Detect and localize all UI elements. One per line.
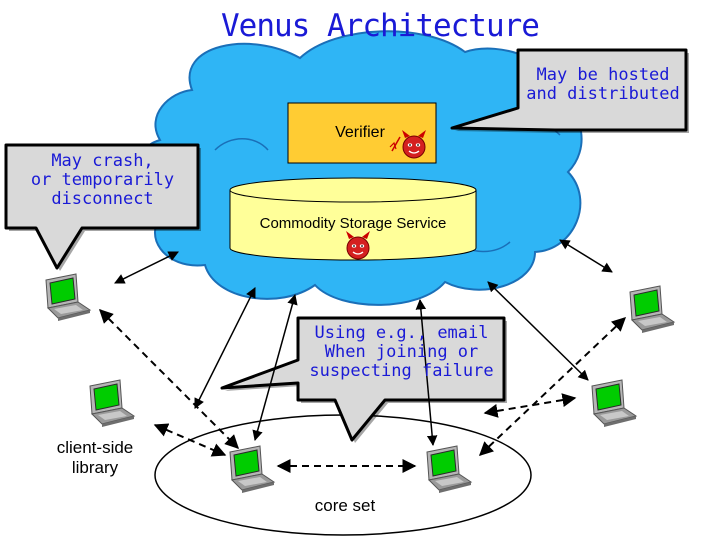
- laptop-icon: [89, 379, 135, 428]
- client-library-line: library: [71, 458, 119, 478]
- laptop-icon: [45, 273, 91, 322]
- dashed-arrows: [99, 309, 627, 473]
- dashed-laptop2-core: [153, 423, 227, 457]
- callout-line: disconnect: [51, 189, 154, 210]
- cloud-shape: [135, 30, 583, 306]
- dashed-core-laptop6: [478, 317, 627, 456]
- arrow-core-left-cloud: [252, 293, 298, 442]
- client-library-line: client-side: [56, 438, 134, 457]
- callout-line: and distributed: [526, 84, 680, 105]
- callout-hosted-text: May be hosted and distributed: [518, 65, 688, 105]
- devil-icon: [389, 129, 427, 159]
- arrow-laptop2-cloud: [194, 287, 256, 409]
- arrow-core-right-cloud: [415, 298, 438, 447]
- storage-label: Commodity Storage Service: [259, 215, 447, 232]
- verifier-label: Verifier: [335, 124, 385, 141]
- laptop-icon: [629, 285, 675, 334]
- callout-hosted: [450, 48, 689, 133]
- client-library-label: client-side library: [30, 438, 160, 479]
- page-title: Venus Architecture: [221, 8, 540, 44]
- callout-crash-text: May crash, or temporarily disconnect: [6, 151, 199, 210]
- callout-line: Using e.g., email: [314, 323, 489, 343]
- dashed-laptop1-core: [99, 309, 239, 449]
- dashed-core-laptop5: [483, 393, 577, 418]
- laptop-icon: [591, 379, 637, 428]
- arrow-laptop6-cloud: [559, 239, 613, 273]
- callout-line: May crash,: [51, 151, 154, 171]
- callout-line: suspecting failure: [309, 361, 494, 382]
- callout-email-text: Using e.g., email When joining or suspec…: [298, 323, 505, 382]
- arrow-laptop1-cloud: [114, 251, 179, 284]
- core-set-ellipse: [154, 414, 532, 536]
- callout-line: or temporarily: [30, 170, 175, 191]
- storage-cylinder: [229, 177, 477, 261]
- callout-crash: [4, 143, 201, 271]
- core-set-label: core set: [314, 496, 376, 515]
- callout-line: When joining or: [324, 342, 479, 363]
- callout-line: May be hosted: [536, 65, 670, 85]
